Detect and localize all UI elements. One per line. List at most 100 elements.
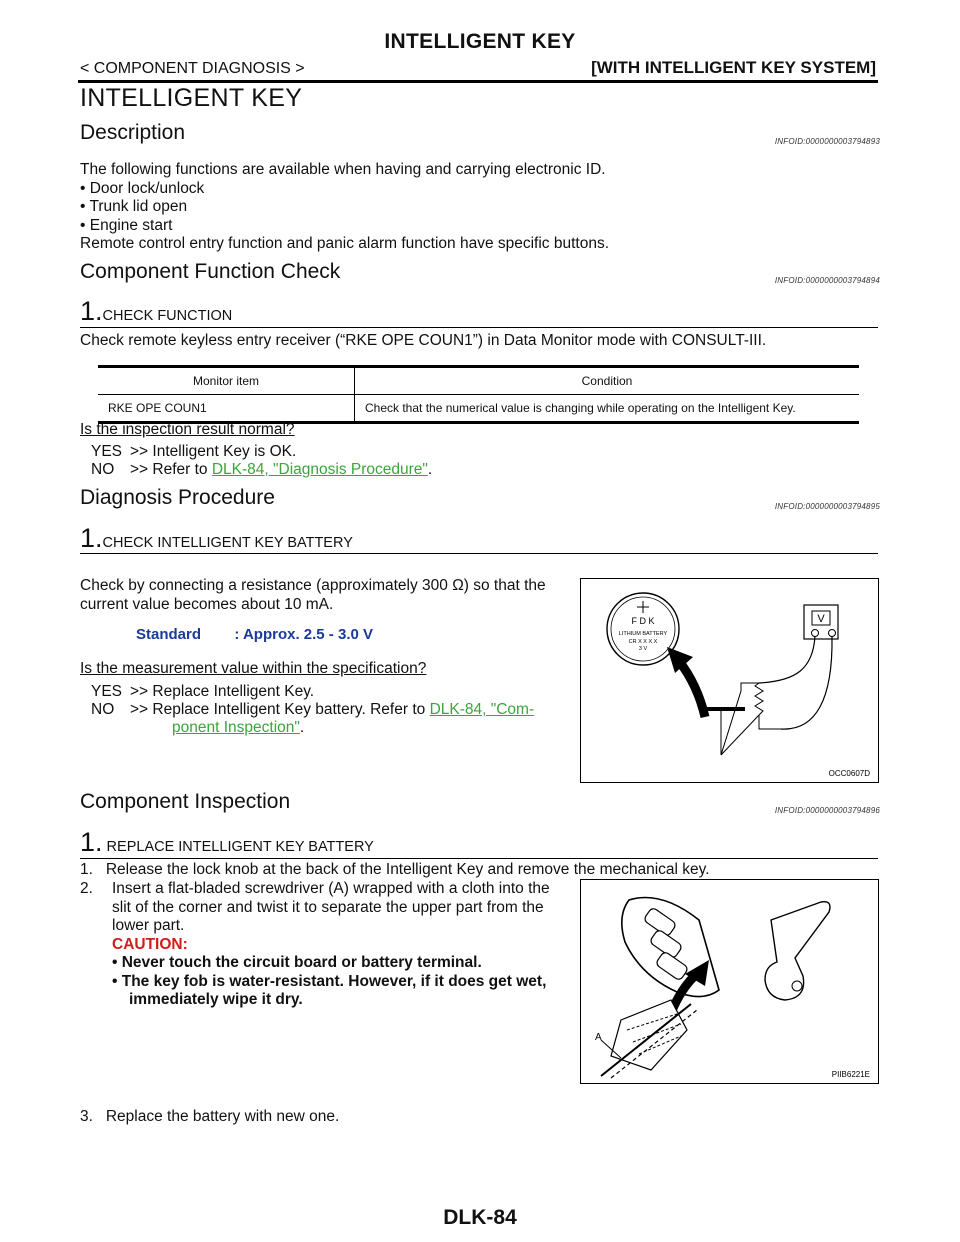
key-disassembly-figure: A PIIB6221E [580,879,879,1084]
no-response-text: >> Refer to [130,461,212,478]
description-bullet: • Trunk lid open [80,198,188,215]
no-response: >> Replace Intelligent Key battery. Refe… [130,701,534,720]
function-check-question: Is the inspection result normal? [80,421,295,438]
diagnosis-step: 1.CHECK INTELLIGENT KEY BATTERY [80,523,353,554]
callout-leader [600,1039,622,1059]
function-check-infoid: INFOID:0000000003794894 [774,276,880,285]
caution-text: Never touch the circuit board or battery… [121,954,482,971]
description-body: The following functions are available wh… [80,161,609,254]
probe-line [720,690,742,756]
header-title: INTELLIGENT KEY [384,30,576,53]
screwdriver-outline [610,1009,698,1079]
caution-item: • Never touch the circuit board or batte… [112,954,482,971]
screwdriver-icon [600,1003,692,1077]
caution-item: • The key fob is water-resistant. Howeve… [112,972,547,990]
mechanical-key-icon [764,901,831,1001]
step-2-line: lower part. [112,917,185,934]
voltmeter-label: V [817,613,825,625]
caution-text-continued: immediately wipe it dry. [129,991,303,1008]
inspection-step-1: 1. Release the lock knob at the back of … [80,861,710,878]
bullet-text: Engine start [89,216,173,234]
table-cell-monitor-item: RKE OPE COUN1 [98,394,355,423]
coin-battery-icon [606,592,680,666]
inspection-step-3: 3. Replace the battery with new one. [80,1108,340,1125]
table-header-monitor-item: Monitor item [98,366,355,395]
negative-terminal-icon [828,629,836,637]
inspection-heading: Component Inspection [80,790,291,813]
yes-label: YES [91,683,123,700]
header-system-label: [WITH INTELLIGENT KEY SYSTEM] [591,58,876,77]
inspection-step-2-number: 2. [80,880,93,897]
no-response-continued: ponent Inspection". [172,719,304,738]
yes-response: >> Replace Intelligent Key. [130,683,315,700]
yes-label: YES [91,443,123,460]
diagnosis-infoid: INFOID:0000000003794895 [774,502,880,511]
caution-text: The key fob is water-resistant. However,… [121,972,547,990]
step-rule [80,858,878,859]
diagnosis-text-line: current value becomes about 10 mA. [80,595,334,613]
battery-measurement-figure: F D K LITHIUM BATTERY CR X X X X 3 V V O… [580,578,879,783]
component-inspection-link[interactable]: ponent Inspection" [172,719,300,736]
no-label: NO [91,461,115,478]
callout-a: A [595,1032,602,1043]
description-bullet: • Door lock/unlock [80,179,205,197]
description-heading: Description [80,121,186,144]
step-number: 1. [80,296,103,326]
figure-code: PIIB6221E [832,1070,870,1079]
battery-side-view-icon [699,707,745,711]
bullet-text: Door lock/unlock [89,179,205,197]
caution-label: CAUTION: [112,935,188,953]
key-button-icon [656,952,688,980]
header-rule [78,80,878,83]
no-label: NO [91,701,115,718]
negative-lead [780,635,833,730]
key-button-icon [650,930,682,958]
battery-measurement-diagram: F D K LITHIUM BATTERY CR X X X X 3 V V O… [606,592,871,778]
diagnosis-procedure-link[interactable]: DLK-84, "Diagnosis Procedure" [211,461,428,478]
inspection-infoid: INFOID:0000000003794896 [774,806,880,815]
key-screw-icon [791,980,803,992]
step-number: 1. [80,523,103,553]
resistor-wire-lower [758,715,781,730]
yes-response: >> Intelligent Key is OK. [130,443,297,460]
no-response-suffix: . [299,719,305,736]
positive-lead [758,635,816,684]
function-check-step: 1.CHECK FUNCTION [80,296,232,327]
diagnosis-text: Check by connecting a resistance (approx… [80,577,546,614]
step-number: 1. [80,827,103,857]
bullet-text: Trunk lid open [89,198,188,215]
step-2-line: slit of the corner and twist it to separ… [112,898,544,916]
inspection-step: 1. REPLACE INTELLIGENT KEY BATTERY [80,827,374,858]
battery-text: LITHIUM BATTERY [619,631,668,637]
no-response-suffix: . [427,461,433,478]
function-check-heading: Component Function Check [80,260,341,283]
step-rule [80,327,878,328]
step-rule [80,553,878,554]
diagnosis-question: Is the measurement value within the spec… [80,660,427,677]
inspection-step-2: Insert a flat-bladed screwdriver (A) wra… [112,880,582,1010]
table-row: RKE OPE COUN1 Check that the numerical v… [98,394,859,423]
figure-code: OCC0607D [829,769,871,778]
arrow-head-icon [667,647,693,673]
probe-line [720,714,760,756]
table-header-row: Monitor item Condition [98,366,859,395]
page-title: INTELLIGENT KEY [80,84,303,112]
arrow-head-icon [685,960,709,986]
description-closing: Remote control entry function and panic … [80,235,610,252]
voltmeter-display [811,610,831,626]
description-intro: The following functions are available wh… [80,161,606,178]
resistor-icon [754,682,764,716]
description-infoid: INFOID:0000000003794893 [774,137,880,146]
monitor-table: Monitor item Condition RKE OPE COUN1 Che… [98,365,859,424]
description-bullet: • Engine start [80,216,173,234]
diagnosis-text-line: Check by connecting a resistance (approx… [80,577,546,594]
resistor-wire [740,682,759,691]
key-button-icon [644,908,676,936]
coin-battery-rim [610,596,676,662]
standard-value: Standard : Approx. 2.5 - 3.0 V [136,626,373,643]
no-response: >> Refer to DLK-84, "Diagnosis Procedure… [130,461,432,480]
table-cell-condition: Check that the numerical value is changi… [365,401,796,415]
component-inspection-link[interactable]: DLK-84, "Com- [429,701,535,718]
battery-text: 3 V [639,646,648,652]
step-title: CHECK INTELLIGENT KEY BATTERY [102,535,353,551]
